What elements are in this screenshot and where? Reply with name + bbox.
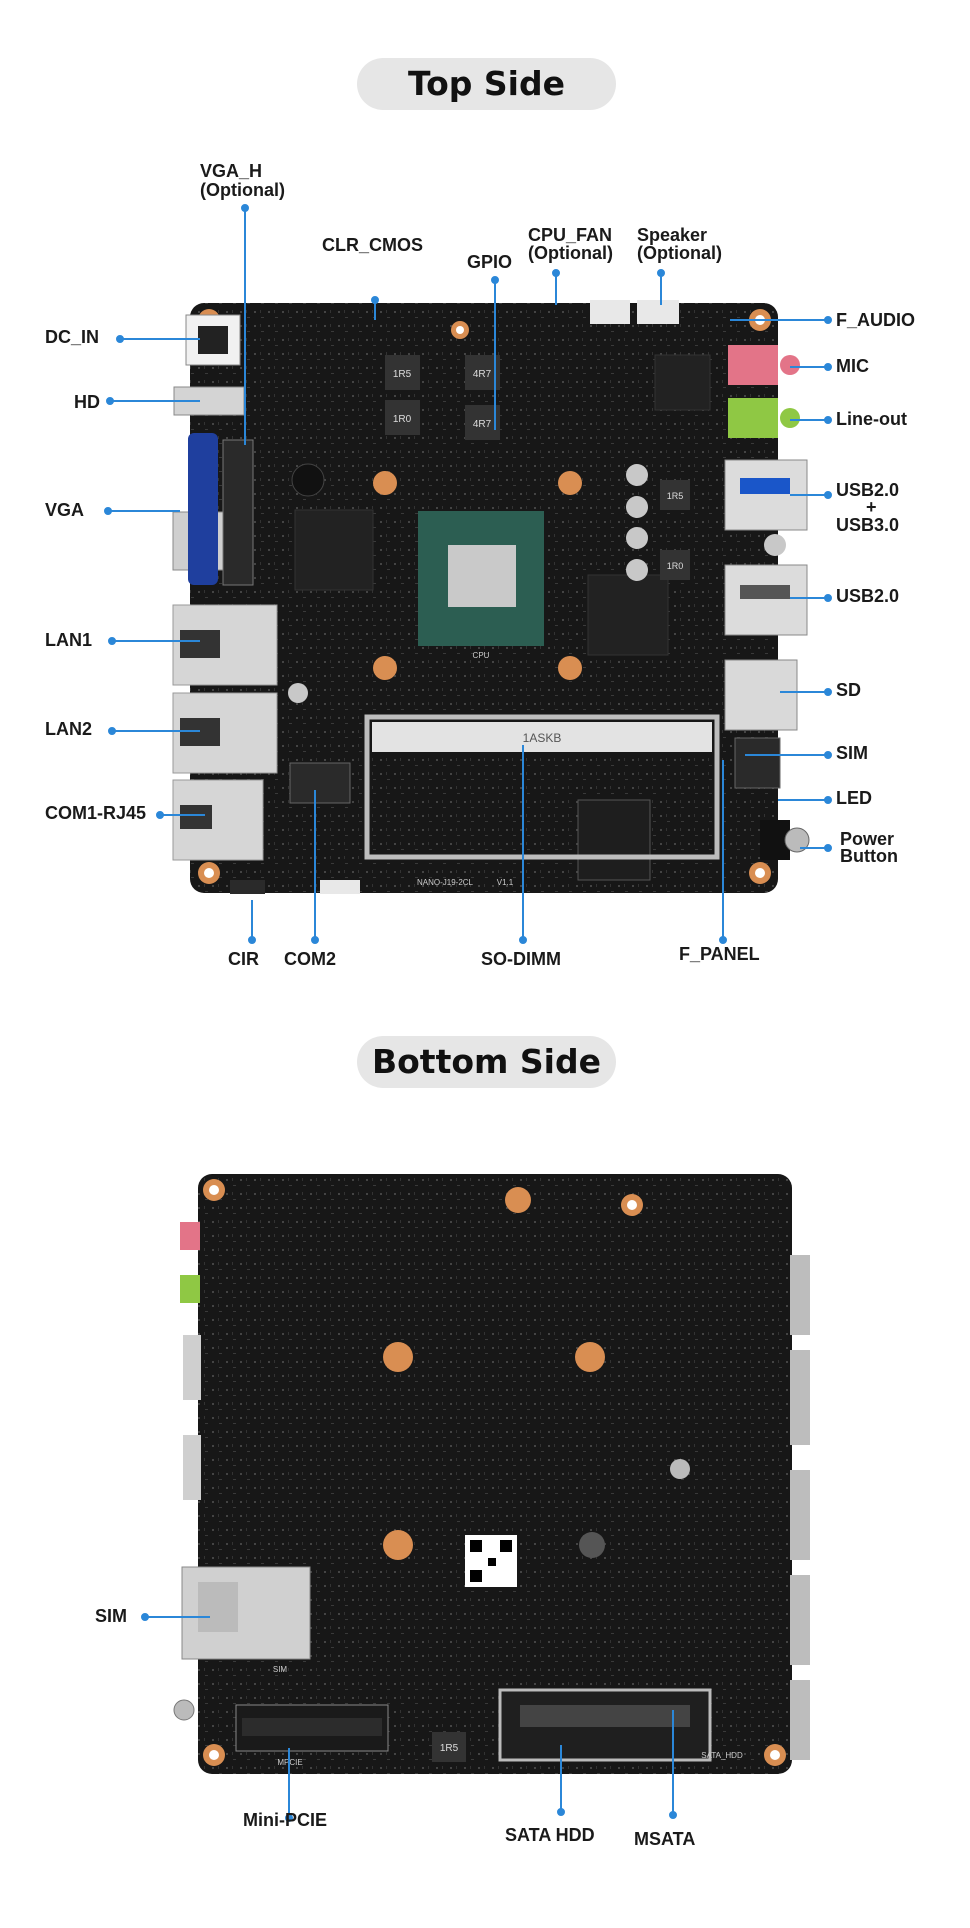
bottom-side-heading: Bottom Side	[357, 1036, 616, 1088]
bottom-pcb	[198, 1174, 792, 1774]
cpu-marking: CPU	[473, 651, 490, 660]
r2-marking: 1R0	[393, 414, 412, 425]
label-lan2: LAN2	[45, 719, 93, 739]
label-com1-rj45: COM1-RJ45	[45, 803, 147, 823]
sata-tag: SATA_HDD	[701, 1751, 743, 1760]
r3-marking: 4R7	[473, 369, 492, 380]
label-dc-in: DC_IN	[45, 327, 100, 347]
r5-marking: 1R5	[667, 491, 684, 501]
r1-marking: 1R5	[393, 369, 412, 380]
label-lan1: LAN1	[45, 630, 93, 650]
r4-marking: 4R7	[473, 419, 492, 430]
label-usb-combo-2: USB3.0	[836, 515, 900, 535]
label-led: LED	[836, 788, 872, 808]
label-hd: HD	[74, 392, 100, 412]
label-power: Power	[840, 829, 895, 849]
label-speaker-optional: (Optional)	[637, 243, 722, 263]
label-sd: SD	[836, 680, 862, 700]
label-so-dimm: SO-DIMM	[481, 949, 561, 969]
label-speaker: Speaker	[637, 225, 708, 245]
label-f-panel: F_PANEL	[679, 944, 760, 964]
label-mic: MIC	[836, 356, 869, 376]
top-side-heading: Top Side	[357, 58, 616, 110]
label-cir: CIR	[228, 949, 259, 969]
sim-tag: SIM	[273, 1665, 288, 1674]
label-power-button: Button	[840, 846, 898, 866]
label-usb2: USB2.0	[836, 586, 900, 606]
top-board: CPU 1R5 1R0 4R7 4R7 1R5 1R0	[172, 300, 810, 894]
bottom-board: SIM MPCIE SATA_HDD 1R5	[173, 1174, 810, 1774]
label-vga-h: VGA_H	[200, 161, 263, 181]
label-cpu-fan: CPU_FAN	[528, 225, 613, 245]
bottom-r-marking: 1R5	[440, 1743, 459, 1754]
label-com2: COM2	[284, 949, 337, 969]
label-sim-top: SIM	[836, 743, 869, 763]
version-marking: V1.1	[497, 878, 514, 887]
r6-marking: 1R0	[667, 561, 684, 571]
callout-lines	[104, 204, 832, 1822]
label-vga: VGA	[45, 500, 85, 520]
label-sata-hdd: SATA HDD	[505, 1825, 595, 1845]
label-clr-cmos: CLR_CMOS	[322, 235, 424, 255]
label-line-out: Line-out	[836, 409, 907, 429]
label-vga-h-optional: (Optional)	[200, 180, 285, 200]
dimm-marking: 1ASKB	[523, 731, 562, 745]
label-f-audio: F_AUDIO	[836, 310, 916, 330]
label-msata: MSATA	[634, 1829, 696, 1849]
label-usb-combo-1: USB2.0	[836, 480, 900, 500]
label-sim-bottom: SIM	[95, 1606, 128, 1626]
label-cpu-fan-optional: (Optional)	[528, 243, 613, 263]
model-marking: NANO-J19-2CL	[417, 878, 474, 887]
label-mini-pcie: Mini-PCIE	[243, 1810, 327, 1830]
label-usb-combo-plus: +	[866, 497, 877, 517]
label-gpio: GPIO	[467, 252, 513, 272]
